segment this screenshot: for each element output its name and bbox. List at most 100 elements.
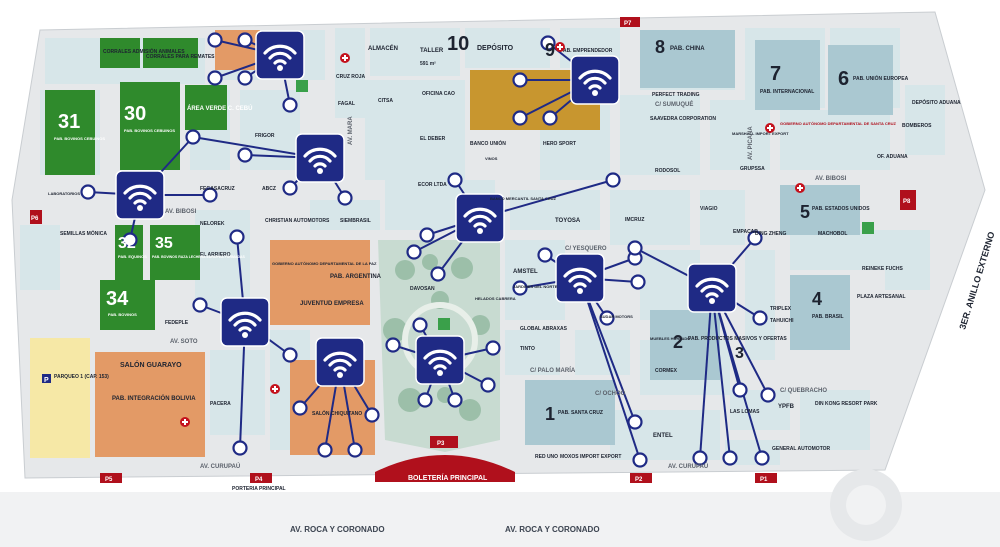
label-fegasacruz: FEGASACRUZ	[200, 186, 235, 192]
label-ecor: ECOR LTDA	[418, 182, 447, 188]
pavilion-5-label: PAB. ESTADOS UNIDOS	[812, 206, 870, 212]
label-moxos: MOXOS IMPORT EXPORT	[560, 454, 621, 460]
label-deposito-aduana: DEPÓSITO ADUANA	[912, 98, 961, 106]
wifi-access-point	[722, 450, 738, 466]
pavilion-2-label: PAB. PRODUCTOS MASIVOS Y OFERTAS	[688, 336, 787, 342]
label-bomberos: BOMBEROS	[902, 123, 932, 129]
label-empacar: EMPACAR	[733, 229, 758, 235]
wifi-access-point	[282, 180, 298, 196]
pavilion-34-label: PAB. BOVINOS	[108, 312, 137, 317]
street-bibosi-right: AV. BIBOSI	[815, 176, 847, 182]
label-triplex: TRIPLEX	[770, 306, 792, 312]
label-gobierno-scz: GOBIERNO AUTÓNOMO DEPARTAMENTAL DE SANTA…	[780, 121, 897, 126]
pavilion-7-number: 7	[770, 63, 781, 85]
wifi-access-point	[754, 450, 770, 466]
wifi-access-point	[760, 387, 776, 403]
wifi-access-point	[512, 110, 528, 126]
label-hero: HERO SPORT	[543, 141, 576, 147]
label-christian: CHRISTIAN AUTOMOTORS	[265, 218, 330, 224]
wifi-access-point	[485, 340, 501, 356]
wifi-access-point	[599, 310, 615, 326]
wifi-hub-bovinos-icon	[115, 170, 165, 220]
wifi-access-point	[512, 72, 528, 88]
label-toyosa: TOYOSA	[555, 218, 581, 224]
wifi-access-point	[630, 274, 646, 290]
wifi-access-point	[447, 392, 463, 408]
street-bibosi-left: AV. BIBOSI	[165, 209, 197, 215]
label-fedeple: FEDEPLE	[165, 320, 189, 326]
wifi-access-point	[412, 317, 428, 333]
label-imcruz: IMCRUZ	[625, 217, 644, 223]
label-grupssa: GRUPSSA	[740, 166, 765, 172]
pavilion-31-label: PAB. BOVINOS CEBUINOS	[54, 136, 105, 141]
pavilion-1-number: 1	[545, 404, 555, 424]
gate-p2: P2	[635, 477, 643, 483]
label-general: GENERAL AUTOMOTOR	[772, 446, 831, 452]
wifi-access-point	[202, 187, 218, 203]
wifi-hub-park-icon	[415, 335, 465, 385]
pavilion-10-number: 10	[447, 33, 469, 55]
pavilion-4-label: PAB. BRASIL	[812, 314, 844, 320]
street-roca-right: AV. ROCA Y CORONADO	[505, 525, 600, 534]
wifi-access-point	[512, 280, 528, 296]
wifi-hub-emprendedor-icon	[570, 55, 620, 105]
label-cruz-roja: CRUZ ROJA	[336, 74, 366, 80]
label-mercantil: BANCO MERCANTIL SANTA CRUZ	[490, 196, 556, 201]
label-corrales-remates: CORRALES PARA REMATES	[146, 54, 215, 60]
wifi-access-point	[692, 450, 708, 466]
label-tahuichi: TAHUICHI	[770, 318, 794, 324]
label-entel: ENTEL	[653, 433, 673, 439]
wifi-access-point	[237, 70, 253, 86]
wifi-access-point	[237, 147, 253, 163]
label-viagio: VIAGIO	[700, 206, 718, 212]
wifi-access-point	[122, 232, 138, 248]
pavilion-1-label: PAB. SANTA CRUZ	[558, 410, 603, 416]
pavilion-3-number: 3	[735, 345, 744, 362]
pavilion-32-label: PAB. EQUINOS	[118, 254, 147, 259]
wifi-access-point	[480, 377, 496, 393]
wifi-access-point	[317, 442, 333, 458]
street-soto: AV. SOTO	[170, 339, 198, 345]
street-curupau-left: AV. CURUPAÚ	[200, 463, 240, 470]
label-reineke: REINEKE FUCHS	[862, 266, 904, 272]
wifi-access-point	[605, 172, 621, 188]
label-juventud: JUVENTUD EMPRESA	[300, 301, 364, 307]
label-salon-chiquitano: SALÓN CHIQUITANO	[312, 409, 362, 417]
street-quebracho: C/ QUEBRACHO	[780, 388, 827, 394]
wifi-access-point	[627, 414, 643, 430]
wifi-access-point	[419, 227, 435, 243]
wifi-access-point	[627, 240, 643, 256]
label-boleteria: BOLETERÍA PRINCIPAL	[408, 473, 488, 482]
label-corrales-admision: CORRALES ADMISIÓN ANIMALES	[103, 47, 185, 55]
label-gobierno: GOBIERNO AUTÓNOMO DEPARTAMENTAL DE LA PA…	[272, 261, 377, 266]
wifi-access-point	[337, 190, 353, 206]
livestock-pavilions	[45, 38, 227, 330]
label-vinos: VINOS	[485, 156, 498, 161]
ticket-office	[375, 455, 515, 482]
label-red-uno: RED UNO	[535, 454, 558, 460]
wifi-access-point	[747, 230, 763, 246]
label-jardines: JARDINES DEL NORTE	[513, 284, 558, 289]
label-integracion: PAB. INTEGRACIÓN BOLIVIA	[112, 394, 196, 402]
label-perfect: PERFECT TRADING	[652, 92, 700, 98]
wifi-access-point	[232, 440, 248, 456]
wifi-access-point	[732, 382, 748, 398]
street-yesquero: C/ YESQUERO	[565, 246, 607, 252]
label-ding: DING ZHENG	[755, 231, 787, 237]
wifi-hub-chiquitano-icon	[315, 337, 365, 387]
street-roca-left: AV. ROCA Y CORONADO	[290, 525, 385, 534]
park-trees	[383, 254, 490, 421]
label-machobol: MACHOBOL	[818, 231, 847, 237]
pavilion-4-number: 4	[812, 289, 822, 309]
wifi-access-point	[537, 247, 553, 263]
parking-icon	[42, 374, 51, 383]
gate-p1: P1	[760, 477, 768, 483]
wifi-access-point	[447, 172, 463, 188]
pavilion-8-label: PAB. CHINA	[670, 46, 705, 52]
wifi-access-point	[185, 129, 201, 145]
wifi-hub-mercantil-icon	[455, 193, 505, 243]
wifi-access-point	[80, 184, 96, 200]
label-laboratorios: LABORATORIOS	[48, 191, 80, 196]
wifi-access-point	[229, 229, 245, 245]
wifi-access-point	[282, 97, 298, 113]
